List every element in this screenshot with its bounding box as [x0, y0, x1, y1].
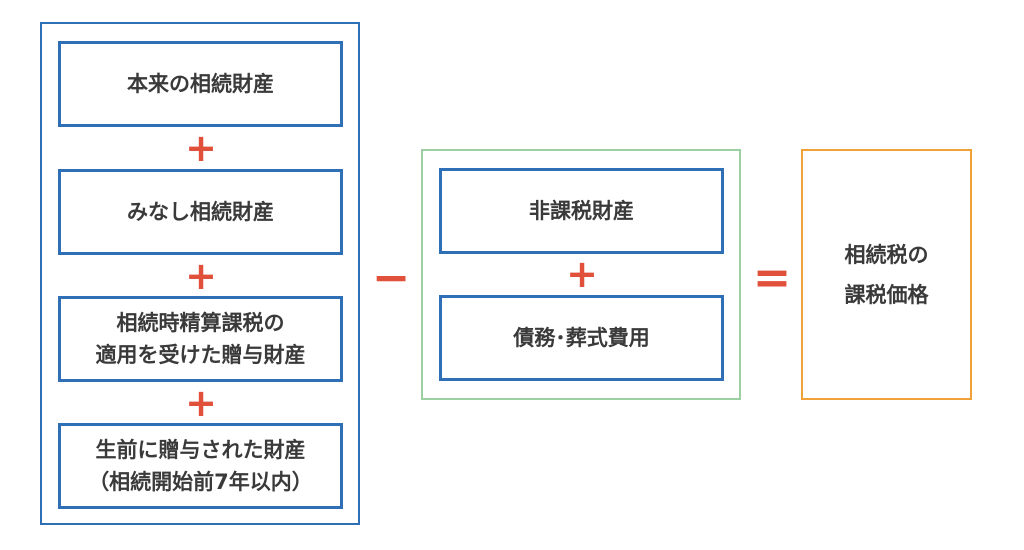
- deemed-inheritance-assets-box: みなし相続財産: [58, 169, 343, 255]
- settlement-taxation-gift-box: 相続時精算課税の 適用を受けた贈与財産: [58, 296, 343, 382]
- pre-death-gift-label: 生前に贈与された財産 （相続開始前7年以内）: [88, 438, 313, 494]
- original-inheritance-assets-label: 本来の相続財産: [127, 72, 274, 96]
- taxable-value-result-box: 相続税の 課税価格: [801, 149, 972, 400]
- original-inheritance-assets-box: 本来の相続財産: [58, 41, 343, 127]
- equals-sign: =: [752, 250, 792, 304]
- plus-sign-2: +: [185, 254, 217, 298]
- plus-sign-3: +: [185, 381, 217, 425]
- settlement-taxation-gift-label: 相続時精算課税の 適用を受けた贈与財産: [95, 311, 306, 367]
- non-taxable-assets-box: 非課税財産: [439, 168, 724, 254]
- debts-funeral-expenses-box: 債務･葬式費用: [439, 295, 724, 381]
- minus-sign: −: [371, 250, 411, 304]
- debts-funeral-expenses-label: 債務･葬式費用: [513, 326, 650, 350]
- plus-sign-1: +: [185, 126, 217, 170]
- taxable-assets-group: [40, 22, 360, 525]
- non-taxable-assets-label: 非課税財産: [529, 199, 634, 223]
- pre-death-gift-box: 生前に贈与された財産 （相続開始前7年以内）: [58, 423, 343, 509]
- deductions-group: [421, 149, 741, 400]
- taxable-value-result-label: 相続税の 課税価格: [844, 242, 929, 307]
- deemed-inheritance-assets-label: みなし相続財産: [127, 200, 274, 224]
- plus-sign-mid: +: [566, 252, 598, 296]
